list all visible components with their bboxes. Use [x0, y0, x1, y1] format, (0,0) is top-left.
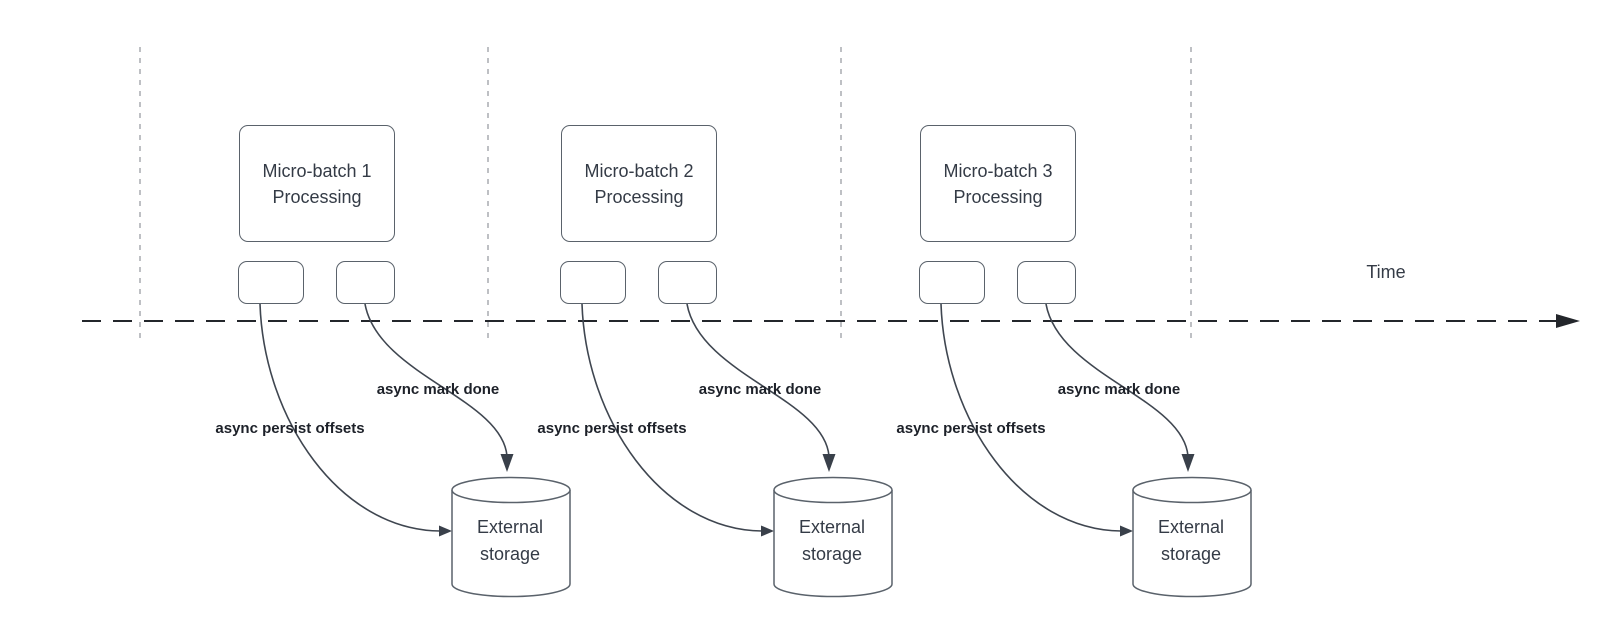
external-storage-line1: External	[1157, 517, 1225, 537]
persist-offsets-arrow	[259, 303, 441, 532]
micro-batch-box: Micro-batch 3 Processing	[920, 125, 1076, 242]
batch-2-linework	[581, 303, 893, 598]
external-storage-line2: storage	[1160, 544, 1222, 564]
storage-cylinder-body	[1132, 490, 1252, 598]
persist-offsets-arrowhead-icon	[439, 525, 452, 537]
persist-offsets-label: async persist offsets	[215, 420, 365, 437]
micro-batch-subtitle: Processing	[594, 186, 684, 207]
external-storage-label: External storage	[1158, 514, 1224, 568]
micro-batch-subtitle: Processing	[272, 186, 362, 207]
micro-batch-box: Micro-batch 1 Processing	[239, 125, 395, 242]
external-storage-line1: External	[476, 517, 544, 537]
external-storage-line2: storage	[801, 544, 863, 564]
persist-offsets-arrowhead-icon	[1120, 525, 1133, 537]
micro-batch-box: Micro-batch 2 Processing	[561, 125, 717, 242]
external-storage-line1: External	[798, 517, 866, 537]
micro-batch-title: Micro-batch 1	[262, 160, 372, 181]
storage-cylinder-top	[451, 476, 571, 504]
persist-offsets-label: async persist offsets	[537, 420, 687, 437]
mark-done-arrow	[686, 303, 830, 457]
storage-cylinder-top	[773, 476, 893, 504]
external-storage-label: External storage	[477, 514, 543, 568]
external-storage-label: External storage	[799, 514, 865, 568]
persist-offsets-arrowhead-icon	[761, 525, 774, 537]
micro-batch-title: Micro-batch 3	[943, 160, 1053, 181]
storage-cylinder-top	[1132, 476, 1252, 504]
batch-1-linework	[259, 303, 571, 598]
mark-done-arrow	[364, 303, 508, 457]
batch-3-linework	[940, 303, 1252, 598]
mark-done-arrowhead-icon	[822, 454, 836, 472]
external-storage-line2: storage	[479, 544, 541, 564]
async-task-box-persist	[919, 261, 985, 304]
async-task-box-markdone	[336, 261, 395, 304]
mark-done-arrowhead-icon	[500, 454, 514, 472]
mark-done-arrow	[1045, 303, 1189, 457]
micro-batch-box-label: Micro-batch 3 Processing	[943, 158, 1052, 210]
mark-done-label: async mark done	[698, 381, 822, 398]
persist-offsets-label: async persist offsets	[896, 420, 1046, 437]
timeline-arrowhead-icon	[1556, 314, 1580, 328]
micro-batch-subtitle: Processing	[953, 186, 1043, 207]
async-task-box-persist	[560, 261, 626, 304]
storage-cylinder-body	[451, 490, 571, 598]
persist-offsets-arrow	[581, 303, 763, 532]
async-task-box-markdone	[1017, 261, 1076, 304]
mark-done-label: async mark done	[376, 381, 500, 398]
mark-done-label: async mark done	[1057, 381, 1181, 398]
async-task-box-markdone	[658, 261, 717, 304]
storage-cylinder-body	[773, 490, 893, 598]
persist-offsets-arrow	[940, 303, 1122, 532]
time-axis-label: Time	[1366, 262, 1406, 282]
micro-batch-box-label: Micro-batch 2 Processing	[584, 158, 693, 210]
micro-batch-box-label: Micro-batch 1 Processing	[262, 158, 371, 210]
mark-done-arrowhead-icon	[1181, 454, 1195, 472]
micro-batch-title: Micro-batch 2	[584, 160, 694, 181]
async-task-box-persist	[238, 261, 304, 304]
